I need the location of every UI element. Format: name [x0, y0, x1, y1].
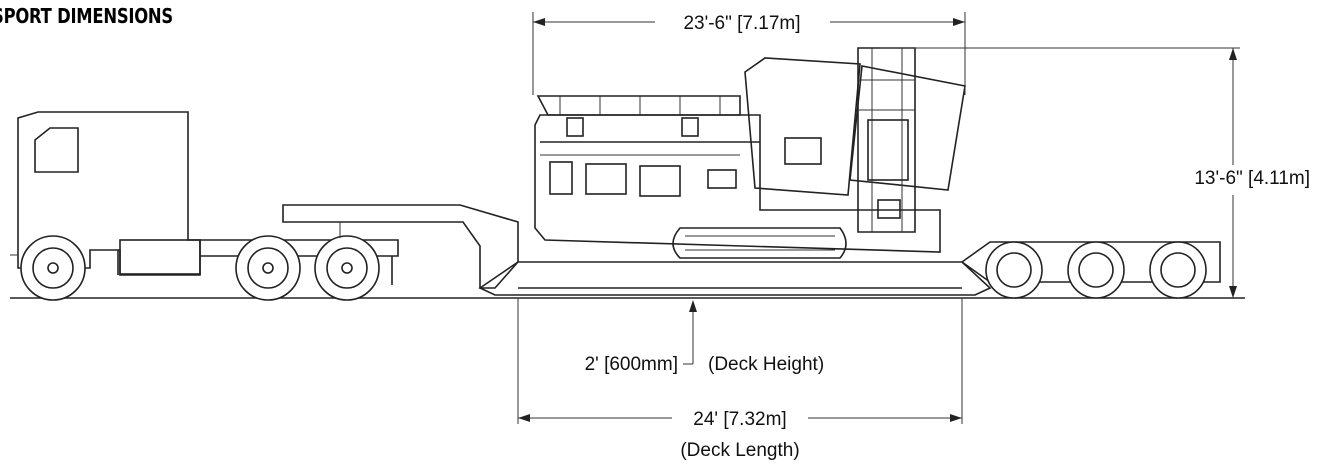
overall-height-label: 13'-6" [4.11m]	[1194, 168, 1310, 189]
overall-length-dimension: 23'-6" [7.17m]	[532, 12, 966, 95]
truck-chassis	[119, 239, 399, 285]
tracked-machine	[534, 47, 966, 259]
deck-length-dimension: 24' [7.32m] (Deck Length)	[517, 298, 963, 461]
trailer-wheel-2	[1067, 241, 1125, 299]
deck-height-label: (Deck Height)	[708, 354, 824, 375]
truck-wheel-front	[20, 235, 86, 301]
overall-length-label: 23'-6" [7.17m]	[683, 13, 800, 34]
deck-height-value: 2' [600mm]	[585, 354, 678, 375]
deck-length-value: 24' [7.32m]	[693, 409, 786, 430]
lowboy-trailer	[282, 204, 1221, 296]
overall-height-dimension: 13'-6" [4.11m]	[880, 47, 1310, 298]
truck-wheel-rear-2	[314, 235, 380, 301]
truck-wheel-rear-1	[235, 235, 301, 301]
trailer-wheel-3	[1149, 241, 1207, 299]
deck-length-label: (Deck Length)	[680, 440, 799, 461]
diagram-title: SPORT DIMENSIONS	[0, 4, 173, 28]
deck-height-dimension: 2' [600mm] (Deck Height)	[585, 300, 824, 375]
trailer-wheel-1	[985, 241, 1043, 299]
